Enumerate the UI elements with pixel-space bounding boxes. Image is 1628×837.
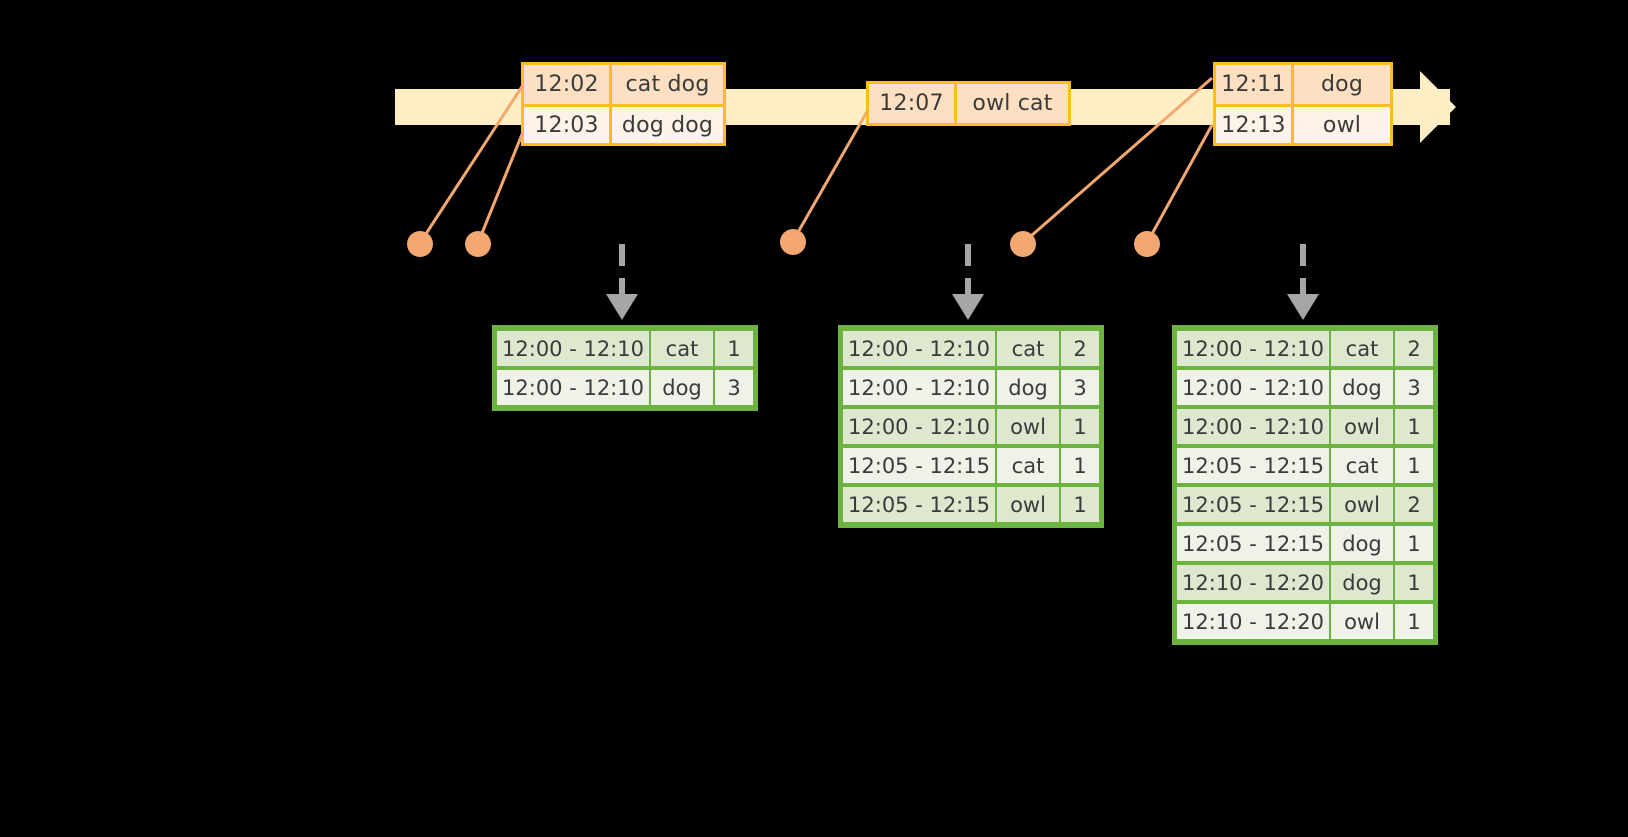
emit-arrowheads <box>606 294 1319 320</box>
event-time: 12:13 <box>1216 107 1294 143</box>
cell-window: 12:05 - 12:15 <box>1177 526 1329 561</box>
cell-key: dog <box>997 370 1059 405</box>
event-time: 12:02 <box>524 65 612 104</box>
cell-count: 2 <box>1061 331 1099 366</box>
timeline-arrowhead-icon <box>1420 71 1456 143</box>
cell-key: owl <box>997 487 1059 522</box>
cell-window: 12:05 - 12:15 <box>1177 448 1329 483</box>
event-row: 12:11 dog <box>1216 65 1390 104</box>
cell-key: dog <box>1331 370 1393 405</box>
cell-key: cat <box>997 448 1059 483</box>
cell-key: cat <box>1331 448 1393 483</box>
cell-window: 12:10 - 12:20 <box>1177 604 1329 639</box>
event-group-2: 12:11 dog 12:13 owl <box>1213 62 1393 146</box>
connector-dot <box>407 231 433 257</box>
cell-window: 12:05 - 12:15 <box>1177 487 1329 522</box>
cell-window: 12:00 - 12:10 <box>1177 370 1329 405</box>
emit-arrowhead-icon <box>952 294 984 320</box>
cell-key: owl <box>1331 409 1393 444</box>
event-payload: owl cat <box>957 84 1068 123</box>
event-time: 12:03 <box>524 107 612 143</box>
connector-dot <box>780 229 806 255</box>
cell-count: 1 <box>1395 448 1433 483</box>
cell-count: 2 <box>1395 331 1433 366</box>
event-payload: owl <box>1294 107 1390 143</box>
cell-count: 3 <box>1061 370 1099 405</box>
connector-dot <box>1010 231 1036 257</box>
event-group-1: 12:07 owl cat <box>866 81 1071 126</box>
event-row: 12:13 owl <box>1216 104 1390 143</box>
emit-arrowhead-icon <box>606 294 638 320</box>
connector-line <box>476 131 525 244</box>
event-time: 12:11 <box>1216 65 1294 104</box>
cell-key: cat <box>997 331 1059 366</box>
cell-window: 12:00 - 12:10 <box>1177 331 1329 366</box>
event-time: 12:07 <box>869 84 957 123</box>
cell-window: 12:10 - 12:20 <box>1177 565 1329 600</box>
cell-key: owl <box>1331 604 1393 639</box>
cell-key: cat <box>1331 331 1393 366</box>
cell-count: 1 <box>1395 526 1433 561</box>
cell-window: 12:00 - 12:10 <box>1177 409 1329 444</box>
emit-arrows <box>619 244 1306 296</box>
cell-window: 12:00 - 12:10 <box>843 331 995 366</box>
cell-count: 1 <box>1395 604 1433 639</box>
connector-dots <box>407 229 1160 257</box>
event-row: 12:03 dog dog <box>524 104 723 143</box>
cell-count: 1 <box>1061 448 1099 483</box>
cell-key: owl <box>997 409 1059 444</box>
emit-arrowhead-icon <box>1287 294 1319 320</box>
cell-count: 1 <box>1395 409 1433 444</box>
cell-count: 1 <box>1395 565 1433 600</box>
connector-dot <box>1134 231 1160 257</box>
cell-key: cat <box>651 331 713 366</box>
cell-key: dog <box>651 370 713 405</box>
cell-count: 2 <box>1395 487 1433 522</box>
cell-window: 12:05 - 12:15 <box>843 487 995 522</box>
cell-window: 12:00 - 12:10 <box>497 370 649 405</box>
cell-window: 12:00 - 12:10 <box>497 331 649 366</box>
cell-count: 1 <box>715 331 753 366</box>
cell-key: dog <box>1331 526 1393 561</box>
event-payload: dog <box>1294 65 1390 104</box>
connector-line <box>1145 124 1214 244</box>
cell-key: owl <box>1331 487 1393 522</box>
cell-window: 12:05 - 12:15 <box>843 448 995 483</box>
cell-count: 1 <box>1061 409 1099 444</box>
cell-key: dog <box>1331 565 1393 600</box>
connector-dot <box>465 231 491 257</box>
cell-count: 3 <box>715 370 753 405</box>
event-payload: dog dog <box>612 107 723 143</box>
cell-count: 3 <box>1395 370 1433 405</box>
cell-window: 12:00 - 12:10 <box>843 370 995 405</box>
cell-count: 1 <box>1061 487 1099 522</box>
cell-window: 12:00 - 12:10 <box>843 409 995 444</box>
event-row: 12:02 cat dog <box>524 65 723 104</box>
event-group-0: 12:02 cat dog 12:03 dog dog <box>521 62 726 146</box>
connector-line <box>791 109 870 242</box>
event-payload: cat dog <box>612 65 723 104</box>
event-row: 12:07 owl cat <box>869 84 1068 123</box>
